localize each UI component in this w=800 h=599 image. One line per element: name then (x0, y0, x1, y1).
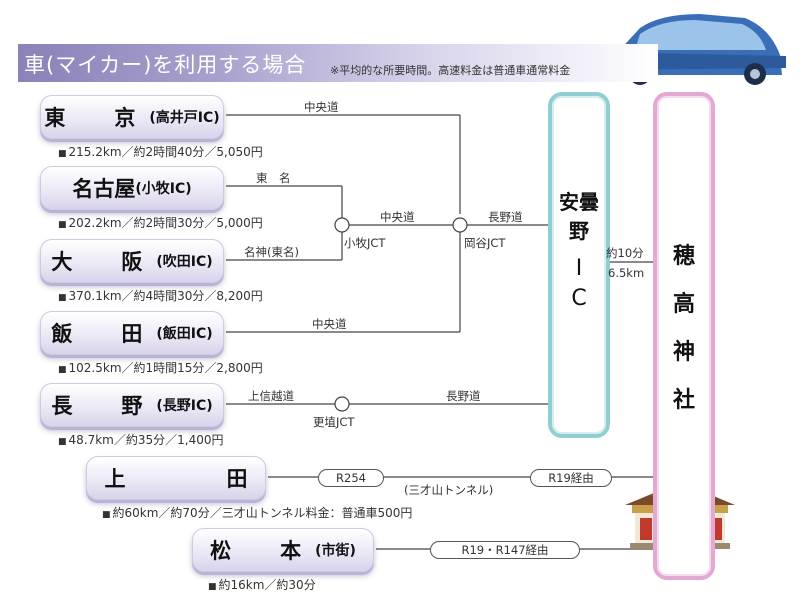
origin-info-nagano: ■48.7km／約35分／1,400円 (58, 433, 224, 447)
koshoku-jct-node (334, 396, 350, 412)
ic-label: 安曇野 (559, 190, 599, 243)
okaya-jct-node (452, 217, 468, 233)
origin-nagoya: 名古屋 (小牧IC) (40, 166, 224, 210)
road-label-meishin: 名神(東名) (244, 245, 299, 259)
jct-label-okaya: 岡谷JCT (464, 236, 506, 250)
origin-matsumoto: 松 本 (市街) (192, 528, 374, 572)
origin-ic: (小牧IC) (135, 181, 192, 197)
origin-name: 大 阪 (51, 250, 157, 274)
origin-name: 名古屋 (72, 177, 136, 201)
shrine-char: 穂 (672, 244, 695, 269)
road-label-chuo-tokyo: 中央道 (304, 100, 339, 114)
origin-info-iida: ■102.5km／約1時間15分／2,800円 (58, 361, 263, 375)
shrine-char: 社 (672, 388, 695, 413)
origin-ic: (吹田IC) (156, 254, 213, 270)
komaki-jct-node (334, 217, 350, 233)
road-label-tomei: 東 名 (256, 171, 291, 185)
ic-to-shrine-dist: 6.5km (608, 266, 645, 280)
origin-name: 松 本 (210, 539, 316, 563)
origin-ic: (市街) (315, 543, 356, 559)
section-banner: 車(マイカー)を利用する場合 ※平均的な所要時間。高速料金は普通車通常料金 (18, 44, 658, 82)
hotaka-shrine-box: 穂 高 神 社 (653, 92, 715, 580)
origin-info-matsumoto: ■約16km／約30分 (208, 578, 316, 592)
origin-name: 長 野 (51, 394, 157, 418)
origin-ic: (高井戸IC) (149, 110, 220, 126)
ic-c: C (571, 286, 587, 311)
origin-iida: 飯 田 (飯田IC) (40, 311, 224, 355)
origin-ueda: 上 田 (86, 456, 266, 500)
origin-name: 東 京 (44, 106, 150, 130)
road-label-joshinetsu: 上信越道 (248, 389, 294, 403)
origin-ic: (長野IC) (156, 398, 213, 414)
origin-osaka: 大 阪 (吹田IC) (40, 239, 224, 283)
section-title: 車(マイカー)を利用する場合 (24, 53, 307, 77)
road-label-nagano-do-2: 長野道 (446, 389, 481, 403)
ic-bar: I (575, 256, 583, 281)
road-label-nagano-do: 長野道 (488, 210, 523, 224)
origin-info-ueda: ■約60km／約70分／三才山トンネル料金：普通車500円 (102, 506, 413, 520)
jct-label-koshoku: 更埴JCT (313, 415, 355, 429)
azumino-ic-box: 安曇野 I C (548, 92, 610, 438)
tag-tunnel: (三才山トンネル) (404, 483, 494, 497)
tag-r19-ueda: R19経由 (530, 469, 612, 487)
origin-ic: (飯田IC) (156, 326, 213, 342)
tag-r254: R254 (318, 469, 384, 487)
origin-nagano: 長 野 (長野IC) (40, 383, 224, 427)
origin-name: 上 田 (104, 467, 288, 491)
jct-label-komaki: 小牧JCT (344, 236, 386, 250)
shrine-char: 神 (672, 340, 695, 365)
ic-to-shrine-time: 約10分 (606, 246, 644, 260)
origin-info-tokyo: ■215.2km／約2時間40分／5,050円 (58, 145, 263, 159)
origin-info-osaka: ■370.1km／約4時間30分／8,200円 (58, 289, 263, 303)
tag-r19-matsumoto: R19・R147経由 (430, 541, 580, 559)
origin-info-nagoya: ■202.2km／約2時間30分／5,000円 (58, 216, 263, 230)
origin-name: 飯 田 (51, 322, 157, 346)
road-label-chuo-iida: 中央道 (312, 317, 347, 331)
shrine-char: 高 (672, 292, 695, 317)
road-label-chuo-komaki: 中央道 (380, 210, 415, 224)
section-note: ※平均的な所要時間。高速料金は普通車通常料金 (330, 64, 571, 77)
origin-tokyo: 東 京 (高井戸IC) (40, 95, 224, 139)
